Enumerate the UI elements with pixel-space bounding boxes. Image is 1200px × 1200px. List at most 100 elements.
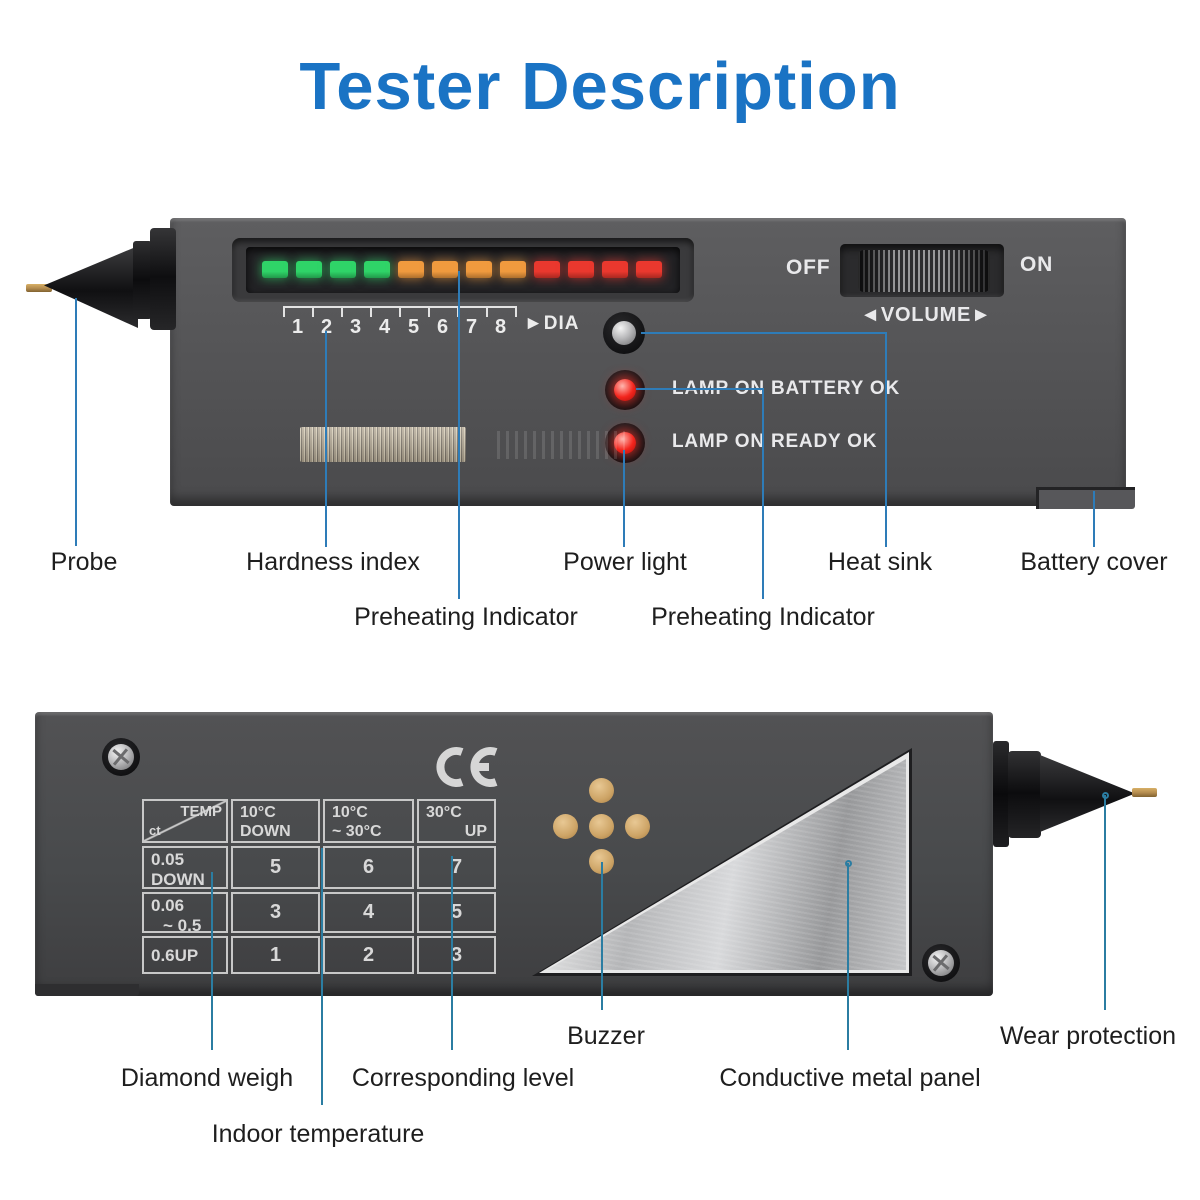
power-light <box>612 321 636 345</box>
probe-ring <box>150 228 176 330</box>
scale-tick <box>370 306 372 317</box>
scale-tick <box>486 306 488 317</box>
row-label-line: ~ 0.5 <box>163 915 202 935</box>
scale-number: 5 <box>407 316 420 338</box>
header-line: DOWN <box>240 822 291 840</box>
scale-number: 2 <box>320 316 333 338</box>
dia-label: ►DIA <box>524 313 580 334</box>
preheating-indicator-right-label: Preheating Indicator <box>651 603 875 631</box>
battery-cover-label: Battery cover <box>1020 548 1168 576</box>
scale-number: 7 <box>465 316 478 338</box>
table-value: 3 <box>417 936 496 974</box>
battery-ok-led <box>614 379 636 401</box>
heat-sink-reflection <box>497 431 625 459</box>
green-led-segment <box>330 261 356 278</box>
scale-tick <box>399 306 401 317</box>
preheating-indicator-left-label: Preheating Indicator <box>354 603 578 631</box>
wear-protection-label: Wear protection <box>999 1022 1177 1050</box>
red-led-segment <box>534 261 560 278</box>
scale-tick <box>341 306 343 317</box>
buzzer-callout-line <box>601 862 603 1010</box>
table-corner-cell: TEMP ct <box>142 799 228 843</box>
wear-callout-line <box>1104 795 1106 1010</box>
corner-temp-label: TEMP <box>180 803 222 820</box>
buzzer-hole <box>589 814 614 839</box>
panel-callout-line <box>847 863 849 1050</box>
lamp-ready-label: LAMP ON READY OK <box>672 431 878 452</box>
table-value: 6 <box>323 846 414 889</box>
row-label-line: 0.05 <box>151 850 185 869</box>
header-line: ~ 30°C <box>332 822 382 840</box>
ready-ok-led <box>614 432 636 454</box>
probe-pin <box>26 284 52 292</box>
hardness-index-label: Hardness index <box>246 548 420 576</box>
table-value: 4 <box>323 892 414 933</box>
table-value: 5 <box>417 892 496 933</box>
page-title: Tester Description <box>299 49 901 124</box>
screw-right <box>928 950 954 976</box>
header-line: 30°C <box>426 804 462 821</box>
buzzer-hole <box>553 814 578 839</box>
header-line: UP <box>464 822 487 840</box>
power-callout-line <box>623 450 625 547</box>
table-value: 1 <box>231 936 320 974</box>
orange-led-segment <box>466 261 492 278</box>
green-led-segment <box>262 261 288 278</box>
probe-ring <box>1008 751 1041 838</box>
table-row-label: 0.05 DOWN <box>142 846 228 889</box>
orange-led-segment <box>432 261 458 278</box>
green-led-segment <box>364 261 390 278</box>
table-value: 7 <box>417 846 496 889</box>
probe-callout-line <box>75 298 77 546</box>
scale-tick <box>428 306 430 317</box>
scale-number: 3 <box>349 316 362 338</box>
off-label: OFF <box>786 256 831 279</box>
hardness-callout-line <box>325 331 327 547</box>
temperature-level-table: TEMP ct 10°C DOWN 10°C ~ 30°C 30°C UP 0.… <box>142 799 496 974</box>
header-line: 10°C <box>332 804 368 821</box>
corner-ct-label: ct <box>149 823 161 838</box>
lamp-battery-label: LAMP ON BATTERY OK <box>672 378 900 399</box>
volume-thumbwheel <box>858 250 990 292</box>
table-row-label: 0.06 ~ 0.5 <box>142 892 228 935</box>
heat-sink-label: Heat sink <box>827 548 933 576</box>
probe-cone <box>44 246 138 328</box>
table-row-label: 0.6UP <box>142 936 228 974</box>
hardness-led-strip <box>262 261 662 278</box>
corresponding-level-label: Corresponding level <box>351 1064 575 1092</box>
table-value: 3 <box>231 892 320 933</box>
scale-number: 4 <box>378 316 391 338</box>
panel-callout-dot <box>845 860 852 867</box>
buzzer-label: Buzzer <box>567 1022 645 1050</box>
on-label: ON <box>1020 253 1054 276</box>
scale-number: 8 <box>494 316 507 338</box>
heat-sink-strip <box>300 427 466 462</box>
diamond-weigh-label: Diamond weigh <box>120 1064 294 1092</box>
probe-ring <box>993 741 1009 847</box>
wear-protection-cone <box>1040 755 1135 832</box>
probe-label: Probe <box>50 548 118 576</box>
screw-left <box>108 744 134 770</box>
power-light-label: Power light <box>563 548 687 576</box>
scale-tick <box>515 306 517 317</box>
wear-callout-dot <box>1102 792 1109 799</box>
row-label-line: DOWN <box>151 869 205 889</box>
row-label-line: 0.6UP <box>151 946 199 966</box>
row-label-line: 0.06 <box>151 896 185 915</box>
table-col-header: 10°C ~ 30°C <box>323 799 414 843</box>
scale-number: 6 <box>436 316 449 338</box>
conductive-metal-panel-label: Conductive metal panel <box>719 1064 981 1092</box>
indoor-temp-callout-line <box>321 848 323 1105</box>
scale-tick <box>283 306 285 317</box>
scale-number: 1 <box>291 316 304 338</box>
heatsink-callout-line-v <box>885 332 887 547</box>
diamond-weigh-callout-line <box>211 872 213 1050</box>
back-bottom-lip <box>35 984 139 996</box>
buzzer-hole <box>589 778 614 803</box>
buzzer-hole <box>625 814 650 839</box>
ce-mark-icon <box>436 747 498 787</box>
header-line: 10°C <box>240 804 276 821</box>
indoor-temperature-label: Indoor temperature <box>211 1120 425 1148</box>
